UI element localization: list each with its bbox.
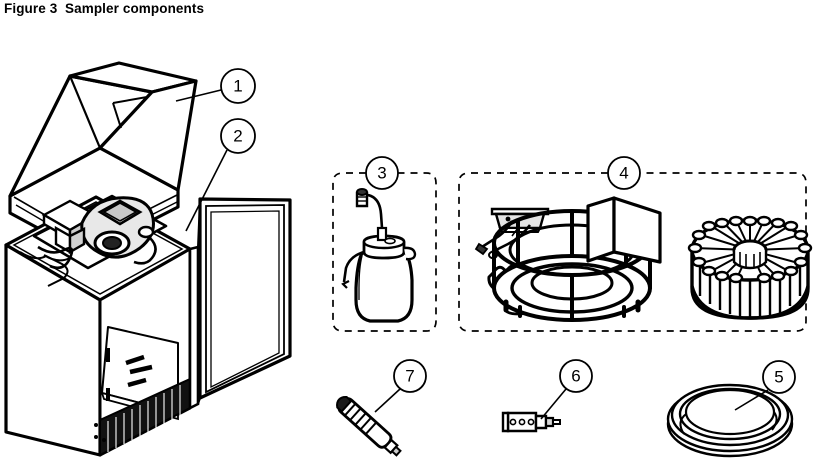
callout-1[interactable]: 1 — [175, 68, 256, 104]
callout-2[interactable]: 2 — [185, 118, 256, 232]
callout-7[interactable]: 7 — [374, 359, 427, 413]
callout-2-label: 2 — [233, 126, 242, 145]
dashed-box-3 — [332, 172, 437, 332]
callout-3[interactable]: 3 — [365, 156, 399, 190]
callout-1-label: 1 — [233, 76, 242, 95]
part-bottle-carousel — [687, 215, 813, 320]
figure-title: Figure 3 Sampler components — [4, 1, 205, 16]
part-bottle-rack — [492, 196, 662, 322]
callout-5-label: 5 — [774, 367, 783, 386]
callout-6[interactable]: 6 — [540, 359, 593, 420]
part-intake-strainer — [336, 395, 402, 457]
callout-6-label: 6 — [571, 366, 580, 385]
dashed-box-4 — [458, 172, 807, 332]
callout-7-label: 7 — [405, 366, 414, 385]
part-tubing-connector — [501, 411, 561, 433]
part-composite-bottle — [341, 188, 417, 323]
callout-4[interactable]: 4 — [607, 156, 641, 190]
callout-4-label: 4 — [619, 163, 628, 182]
part-distributor-arm — [474, 207, 550, 260]
part-cabinet — [4, 194, 292, 457]
callout-5[interactable]: 5 — [734, 360, 796, 411]
controller-assembly — [19, 194, 168, 287]
part-suction-line-coil — [666, 383, 794, 458]
callout-3-label: 3 — [377, 163, 386, 182]
